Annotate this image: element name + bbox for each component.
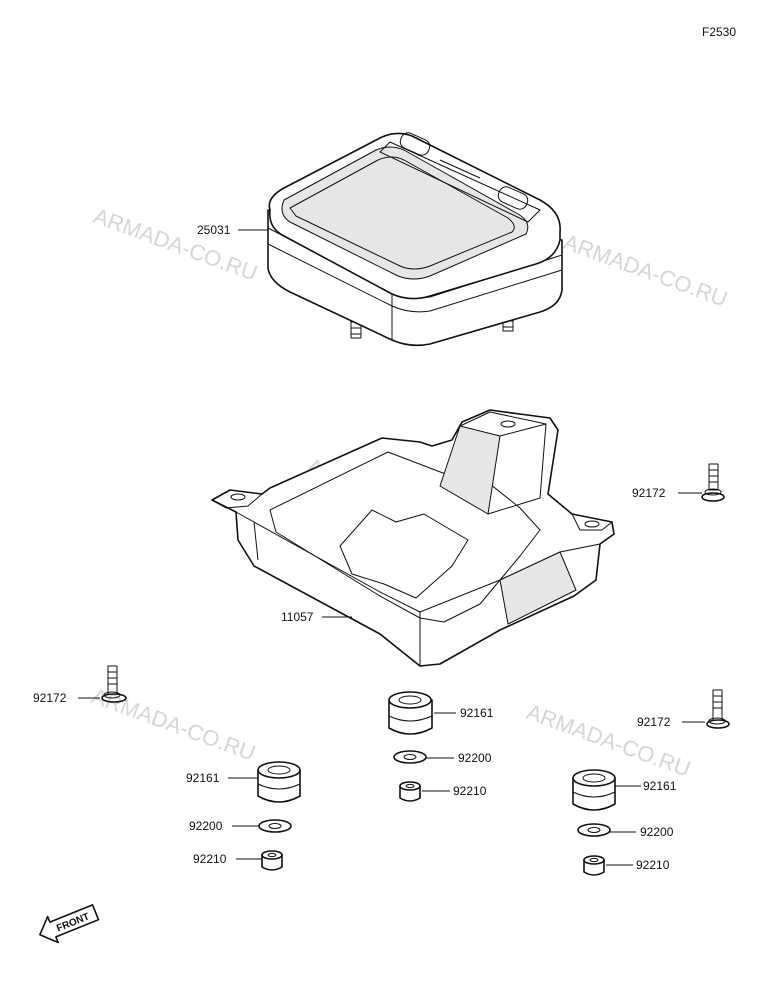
label-92161-right: 92161 <box>643 779 677 793</box>
grommet-drawing-left <box>257 761 301 803</box>
label-92200-left: 92200 <box>189 819 223 833</box>
figure-code: F2530 <box>702 25 736 39</box>
grommet-drawing-right <box>572 769 616 811</box>
label-25031: 25031 <box>197 223 231 237</box>
label-92200-center: 92200 <box>458 751 492 765</box>
label-92210-left: 92210 <box>193 852 227 866</box>
label-92172-right: 92172 <box>632 486 666 500</box>
nut-drawing-left <box>261 850 283 871</box>
watermark-2: ARMADA-CO.RU <box>560 229 731 311</box>
label-11057: 11057 <box>281 610 314 624</box>
label-92161-left: 92161 <box>186 771 220 785</box>
washer-drawing-left <box>258 819 292 833</box>
meter-assembly-drawing <box>267 132 563 347</box>
watermark-1: ARMADA-CO.RU <box>90 203 261 285</box>
grommet-drawing-center <box>388 691 433 735</box>
bracket-drawing <box>211 409 615 667</box>
label-92210-right: 92210 <box>636 858 670 872</box>
bolt-drawing-left <box>101 665 127 703</box>
washer-drawing-right <box>577 823 611 837</box>
washer-drawing-center <box>393 750 427 764</box>
nut-drawing-right <box>583 855 605 876</box>
label-92161-center: 92161 <box>460 706 494 720</box>
label-92172-lower-right: 92172 <box>637 715 671 729</box>
nut-drawing-center <box>399 781 421 802</box>
label-92200-right: 92200 <box>640 825 674 839</box>
bolt-drawing-lower-right <box>706 689 730 729</box>
label-92172-left: 92172 <box>33 691 67 705</box>
watermark-4: ARMADA-CO.RU <box>88 683 259 765</box>
front-arrow: FRONT <box>39 904 100 944</box>
bolt-drawing-right <box>701 463 725 502</box>
label-92210-center: 92210 <box>453 784 487 798</box>
watermark-5: ARMADA-CO.RU <box>523 699 694 781</box>
